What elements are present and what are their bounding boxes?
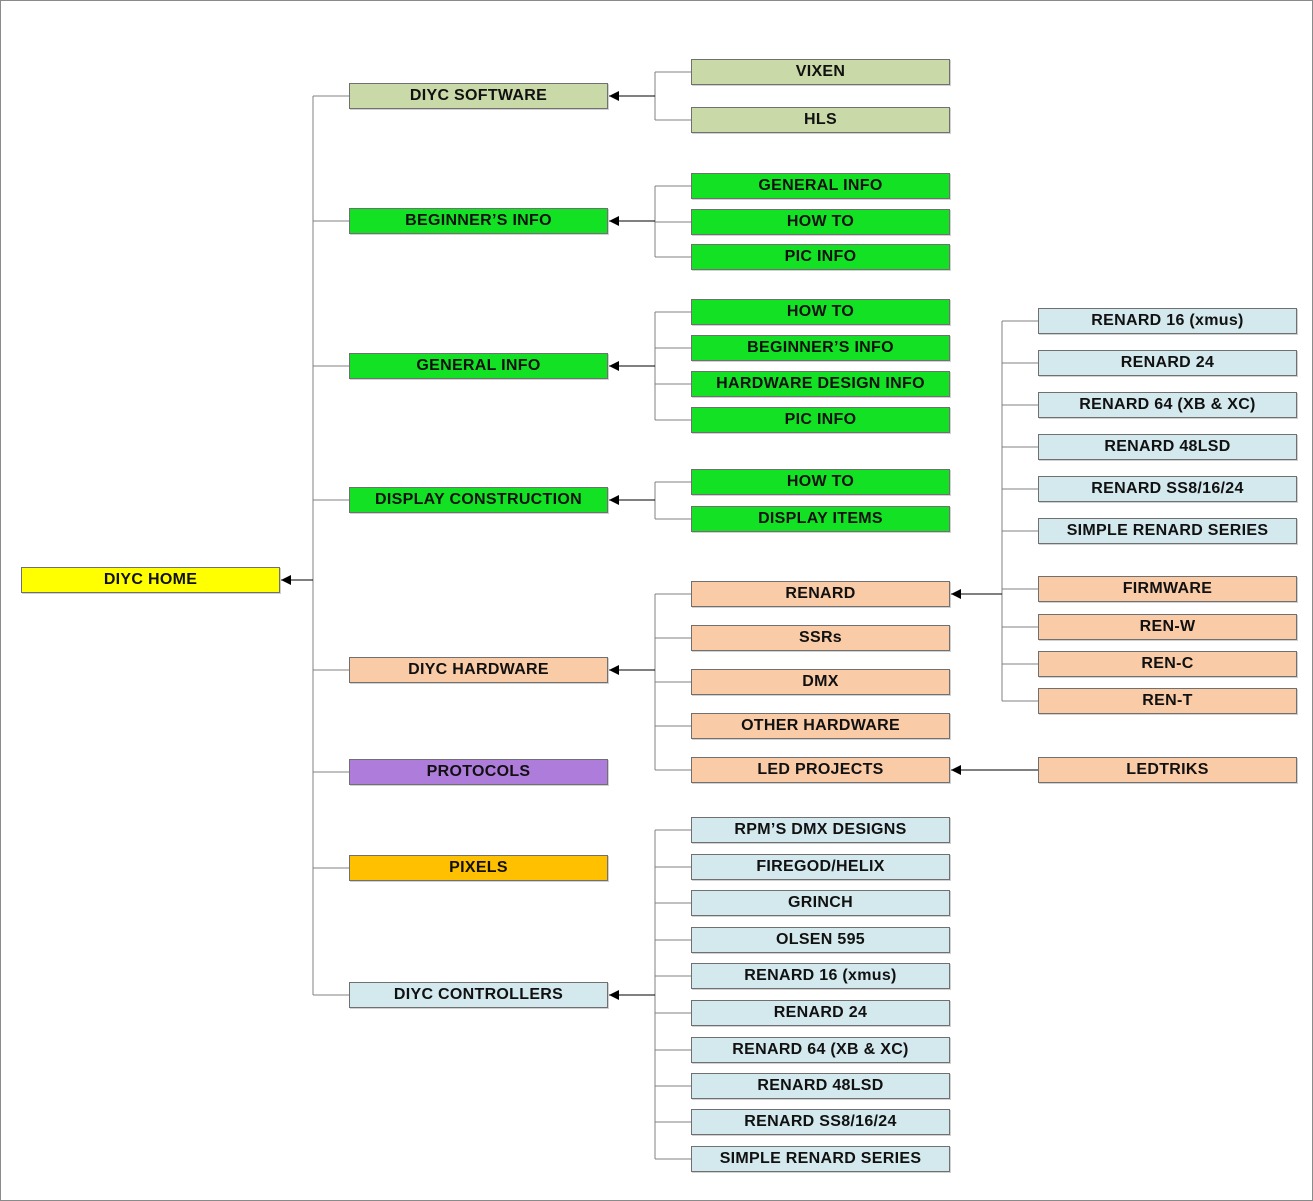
node-diyc-controllers[interactable]: DIYC CONTROLLERS: [349, 982, 608, 1008]
renard-child-ren-w[interactable]: REN-W: [1038, 614, 1297, 640]
general-child-hardware-design-info[interactable]: HARDWARE DESIGN INFO: [691, 371, 950, 397]
renard-child-renard-16-xmus[interactable]: RENARD 16 (xmus): [1038, 308, 1297, 334]
display-child-how-to[interactable]: HOW TO: [691, 469, 950, 495]
hardware-child-ssrs[interactable]: SSRs: [691, 625, 950, 651]
controllers-child-simple-renard-series[interactable]: SIMPLE RENARD SERIES: [691, 1146, 950, 1172]
software-child-hls[interactable]: HLS: [691, 107, 950, 133]
renard-child-renard-64-xb-xc[interactable]: RENARD 64 (XB & XC): [1038, 392, 1297, 418]
software-child-vixen[interactable]: VIXEN: [691, 59, 950, 85]
controllers-child-renard-24[interactable]: RENARD 24: [691, 1000, 950, 1026]
hardware-child-led-projects[interactable]: LED PROJECTS: [691, 757, 950, 783]
controllers-child-renard-ss8-16-24[interactable]: RENARD SS8/16/24: [691, 1109, 950, 1135]
node-diyc-software[interactable]: DIYC SOFTWARE: [349, 83, 608, 109]
controllers-child-renard-16-xmus[interactable]: RENARD 16 (xmus): [691, 963, 950, 989]
hardware-child-dmx[interactable]: DMX: [691, 669, 950, 695]
led-child-ledtriks[interactable]: LEDTRIKS: [1038, 757, 1297, 783]
node-protocols[interactable]: PROTOCOLS: [349, 759, 608, 785]
general-child-beginner-s-info[interactable]: BEGINNER’S INFO: [691, 335, 950, 361]
node-beginner-s-info[interactable]: BEGINNER’S INFO: [349, 208, 608, 234]
node-diyc-hardware[interactable]: DIYC HARDWARE: [349, 657, 608, 683]
hardware-child-renard[interactable]: RENARD: [691, 581, 950, 607]
node-general-info[interactable]: GENERAL INFO: [349, 353, 608, 379]
node-pixels[interactable]: PIXELS: [349, 855, 608, 881]
renard-child-renard-ss8-16-24[interactable]: RENARD SS8/16/24: [1038, 476, 1297, 502]
hardware-child-other-hardware[interactable]: OTHER HARDWARE: [691, 713, 950, 739]
controllers-child-firegod-helix[interactable]: FIREGOD/HELIX: [691, 854, 950, 880]
beginners-child-how-to[interactable]: HOW TO: [691, 209, 950, 235]
renard-child-ren-c[interactable]: REN-C: [1038, 651, 1297, 677]
general-child-pic-info[interactable]: PIC INFO: [691, 407, 950, 433]
display-child-display-items[interactable]: DISPLAY ITEMS: [691, 506, 950, 532]
node-display-construction[interactable]: DISPLAY CONSTRUCTION: [349, 487, 608, 513]
renard-child-simple-renard-series[interactable]: SIMPLE RENARD SERIES: [1038, 518, 1297, 544]
controllers-child-grinch[interactable]: GRINCH: [691, 890, 950, 916]
general-child-how-to[interactable]: HOW TO: [691, 299, 950, 325]
beginners-child-pic-info[interactable]: PIC INFO: [691, 244, 950, 270]
renard-child-ren-t[interactable]: REN-T: [1038, 688, 1297, 714]
renard-child-renard-48lsd[interactable]: RENARD 48LSD: [1038, 434, 1297, 460]
controllers-child-olsen-595[interactable]: OLSEN 595: [691, 927, 950, 953]
controllers-child-renard-48lsd[interactable]: RENARD 48LSD: [691, 1073, 950, 1099]
renard-child-firmware[interactable]: FIRMWARE: [1038, 576, 1297, 602]
node-diyc-home[interactable]: DIYC HOME: [21, 567, 280, 593]
controllers-child-rpm-s-dmx-designs[interactable]: RPM’S DMX DESIGNS: [691, 817, 950, 843]
controllers-child-renard-64-xb-xc[interactable]: RENARD 64 (XB & XC): [691, 1037, 950, 1063]
renard-child-renard-24[interactable]: RENARD 24: [1038, 350, 1297, 376]
beginners-child-general-info[interactable]: GENERAL INFO: [691, 173, 950, 199]
